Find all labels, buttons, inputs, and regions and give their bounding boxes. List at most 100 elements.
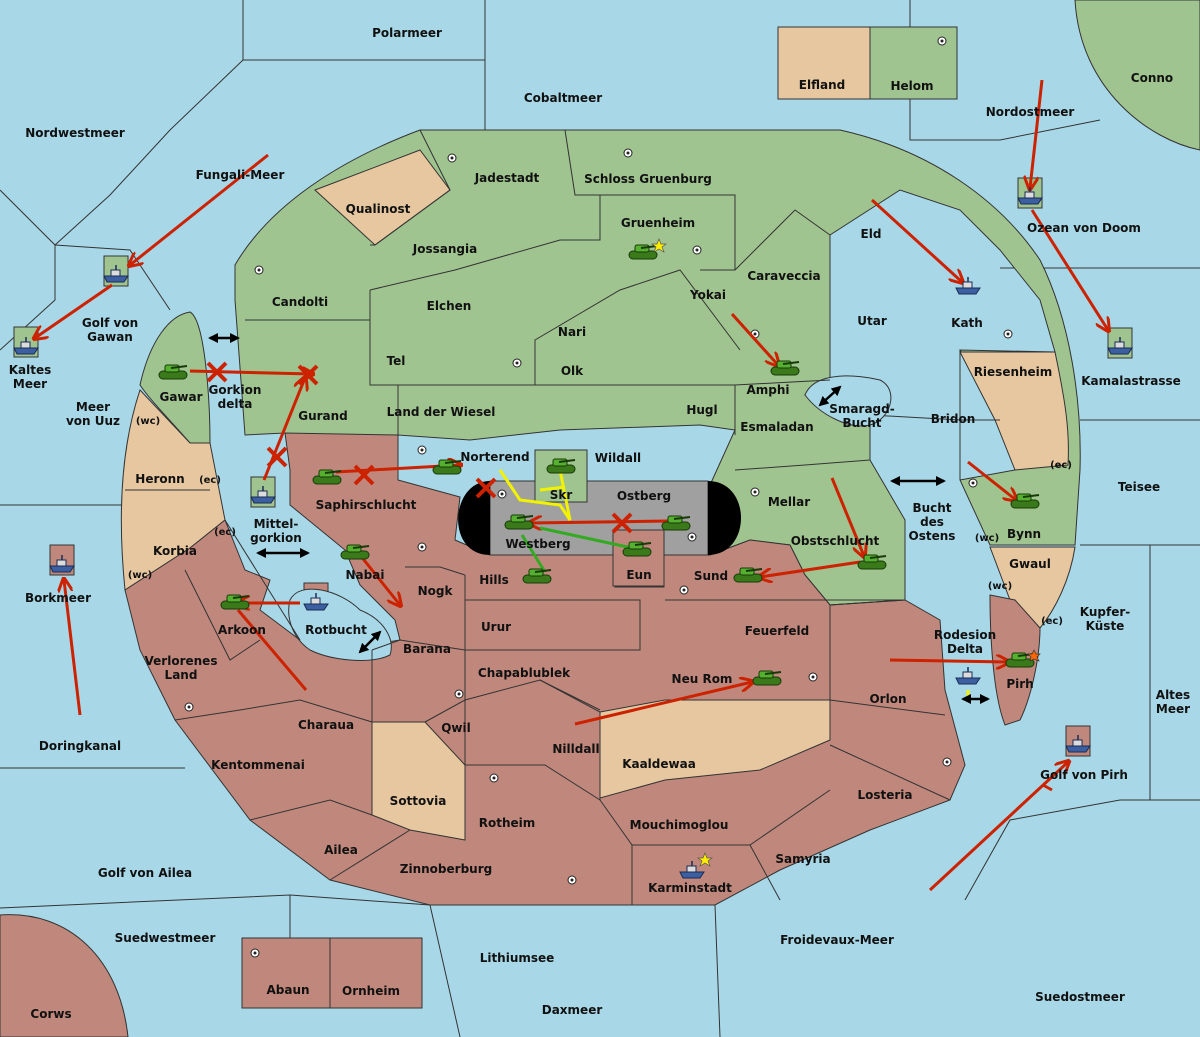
land-label: Qualinost <box>346 202 411 216</box>
land-label: Caraveccia <box>747 269 820 283</box>
sea-label: Conno <box>1131 71 1173 85</box>
land-label: Nabai <box>346 568 385 582</box>
sea-label: Nordostmeer <box>986 105 1075 119</box>
land-label: Saphirschlucht <box>316 498 417 512</box>
land-label: Amphi <box>746 383 789 397</box>
land-label: Kentommenai <box>211 758 305 772</box>
land-label: Chapablublek <box>478 666 571 680</box>
coast-label: (wc) <box>136 416 160 427</box>
star-icon <box>1027 649 1041 662</box>
land-label: Obstschlucht <box>791 534 880 548</box>
land-label: Nari <box>558 325 586 339</box>
land-label: Land der Wiesel <box>387 405 496 419</box>
land-label: Riesenheim <box>974 365 1053 379</box>
sea-label: Kamalastrasse <box>1081 374 1181 388</box>
land-label: Delta <box>947 642 983 656</box>
land-label: Rodesion <box>934 628 996 642</box>
sea-label: delta <box>218 397 253 411</box>
land-label: Losteria <box>857 788 912 802</box>
coast-label: (wc) <box>988 581 1012 592</box>
sea-label: des <box>920 515 944 529</box>
land-label: Pirh <box>1006 677 1033 691</box>
land-label: Jadestadt <box>474 171 540 185</box>
land-label: Norterend <box>460 450 529 464</box>
sea-label: Smaragd- <box>829 402 894 416</box>
sea-label: Meer <box>13 377 47 391</box>
sea-label: Suedostmeer <box>1035 990 1125 1004</box>
land-label: Samyria <box>775 852 830 866</box>
coast-label: (ec) <box>1050 460 1072 471</box>
land-label: Esmaladan <box>740 420 813 434</box>
land-label: Abaun <box>266 983 309 997</box>
land-label: Sottovia <box>390 794 447 808</box>
land-label: Orlon <box>869 692 906 706</box>
land-label: Zinnoberburg <box>400 862 492 876</box>
land-label: Westberg <box>505 537 570 551</box>
sea-label: Kaltes <box>9 363 52 377</box>
sea-label: Golf von Ailea <box>98 866 192 880</box>
land-label: Heronn <box>135 472 184 486</box>
sea-label: Ostens <box>909 529 956 543</box>
sea-label: Küste <box>1086 619 1125 633</box>
land-label: Candolti <box>272 295 328 309</box>
land-label: Elchen <box>427 299 472 313</box>
coast-label: (ec) <box>214 527 236 538</box>
sea-label: Teisee <box>1118 480 1160 494</box>
land-label: Arkoon <box>218 623 266 637</box>
sea-labels: Polarmeer Cobaltmeer Nordwestmeer Fungal… <box>9 26 1190 1021</box>
land-label: Eld <box>861 227 882 241</box>
sea-label: Corws <box>30 1007 71 1021</box>
land-label: Mouchimoglou <box>630 818 729 832</box>
sea-label: Ozean von Doom <box>1027 221 1141 235</box>
land-label: Nilldall <box>552 742 599 756</box>
sea-label: Lithiumsee <box>480 951 555 965</box>
land-label: Eun <box>626 568 651 582</box>
land-label: Feuerfeld <box>745 624 810 638</box>
land-label: Utar <box>857 314 887 328</box>
land-label: Kath <box>951 316 983 330</box>
land-label: Sund <box>694 569 728 583</box>
land-label: Bridon <box>931 412 976 426</box>
land-label: Jossangia <box>412 242 477 256</box>
land-label: Korbia <box>153 544 197 558</box>
land-label: Ailea <box>324 843 358 857</box>
sea-label: Cobaltmeer <box>524 91 602 105</box>
land-label: Hugl <box>686 403 717 417</box>
sea-label: von Uuz <box>66 414 120 428</box>
land-label: Land <box>165 668 198 682</box>
sea-label: Gorkion <box>209 383 262 397</box>
land-label: Gruenheim <box>621 216 695 230</box>
land-label: Ostberg <box>617 489 671 503</box>
stars <box>650 238 1041 867</box>
land-label: Tel <box>387 354 406 368</box>
continent <box>120 129 1081 906</box>
land-label: Mellar <box>768 495 810 509</box>
land-label: Verlorenes <box>145 654 218 668</box>
sea-label: Kupfer- <box>1080 605 1130 619</box>
sea-label: Daxmeer <box>542 1003 603 1017</box>
sea-label: Bucht <box>842 416 881 430</box>
sea-label: Gawan <box>87 330 133 344</box>
sea-label: Froidevaux-Meer <box>780 933 894 947</box>
star-icon <box>650 238 668 253</box>
sea-label: Golf von Pirh <box>1040 768 1128 782</box>
land-label: Charaua <box>298 718 354 732</box>
coast-label: (ec) <box>1041 616 1063 627</box>
land-label: Olk <box>561 364 584 378</box>
sea-label: Borkmeer <box>25 591 91 605</box>
coast-label: (wc) <box>975 533 999 544</box>
land-label: Gwaul <box>1009 557 1051 571</box>
sea-label: Nordwestmeer <box>25 126 125 140</box>
coast-label: (ec) <box>199 475 221 486</box>
land-label: Elfland <box>799 78 845 92</box>
land-label: Rotheim <box>479 816 536 830</box>
land-label: Neu Rom <box>672 672 733 686</box>
land-labels: Elfland Helom Qualinost Jadestadt Schlos… <box>128 78 1072 998</box>
land-label: Barana <box>403 642 451 656</box>
star-icon <box>696 852 714 867</box>
sea-label: Rotbucht <box>305 623 367 637</box>
land-label: Yokai <box>689 288 726 302</box>
coast-label: (wc) <box>128 570 152 581</box>
